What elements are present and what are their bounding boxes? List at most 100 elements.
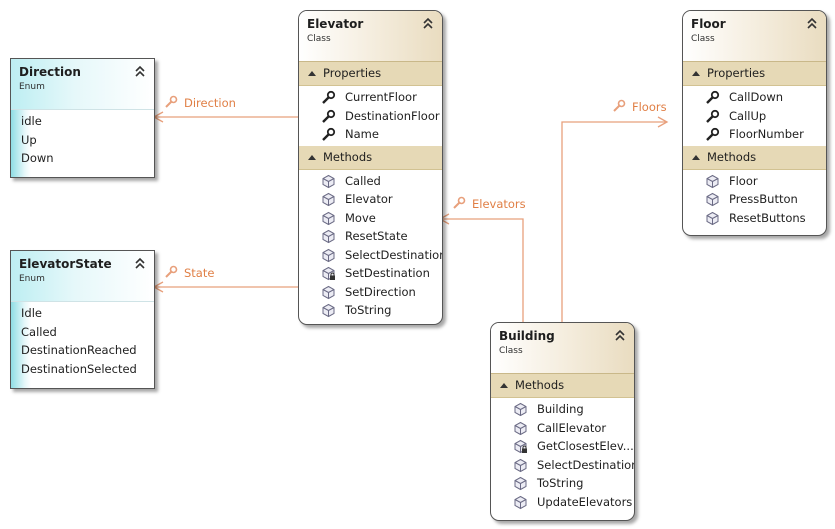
method-item[interactable]: Floor [683, 172, 826, 191]
method-item-private[interactable]: GetClosestElev... [491, 437, 634, 456]
enum-value-text: Up [21, 132, 37, 147]
property-item[interactable]: CallUp [683, 107, 826, 126]
method-name: Called [345, 173, 381, 188]
method-item[interactable]: UpdateElevators [491, 493, 634, 512]
floors-association-label[interactable]: Floors [612, 99, 667, 114]
property-item[interactable]: DestinationFloor [299, 107, 442, 126]
elevator-state-enum-shape[interactable]: ElevatorState Enum Idle Called Destinati… [10, 250, 155, 389]
building-class-shape[interactable]: Building Class Methods Building CallElev… [490, 322, 635, 521]
collapse-chevron-icon[interactable] [134, 63, 146, 79]
method-item[interactable]: Elevator [299, 190, 442, 209]
method-item[interactable]: SetDirection [299, 283, 442, 302]
method-name: CallElevator [537, 420, 607, 435]
expand-triangle-icon [500, 383, 508, 388]
enum-value-text: DestinationReached [21, 343, 137, 357]
property-wrench-icon [706, 127, 720, 141]
method-cube-icon [706, 174, 719, 188]
direction-enum-shape[interactable]: Direction Enum idle Up Down [10, 58, 155, 178]
state-association-label[interactable]: State [164, 265, 214, 280]
method-name: Floor [729, 173, 758, 188]
method-item[interactable]: ResetState [299, 227, 442, 246]
expand-triangle-icon [692, 154, 700, 160]
floor-class-header[interactable]: Floor Class [683, 11, 826, 62]
expand-triangle-icon [692, 71, 700, 76]
enum-value[interactable]: Up [11, 131, 154, 150]
property-item[interactable]: Name [299, 125, 442, 144]
floor-methods-section[interactable]: Methods [683, 145, 826, 170]
elevators-association-label[interactable]: Elevators [452, 196, 526, 211]
direction-enum-header[interactable]: Direction Enum [11, 59, 154, 110]
property-name: CurrentFloor [345, 90, 417, 104]
building-class-stereotype: Class [499, 346, 523, 356]
floor-class-shape[interactable]: Floor Class Properties CallDown CallUp F… [682, 10, 827, 236]
collapse-chevron-icon[interactable] [134, 255, 146, 271]
building-class-header[interactable]: Building Class [491, 323, 634, 374]
enum-value[interactable]: Called [11, 323, 154, 342]
property-name: DestinationFloor [345, 108, 440, 123]
enum-value[interactable]: DestinationReached [11, 341, 154, 360]
method-cube-icon [322, 211, 335, 225]
method-item[interactable]: SelectDestination [491, 456, 634, 475]
elevator-class-stereotype: Class [307, 34, 331, 44]
method-item[interactable]: ResetButtons [683, 209, 826, 228]
elevator-properties-list: CurrentFloor DestinationFloor Name [299, 86, 442, 146]
method-cube-icon [514, 402, 527, 417]
method-item[interactable]: PressButton [683, 190, 826, 209]
enum-value-text: Called [21, 324, 57, 339]
enum-value[interactable]: Idle [11, 304, 154, 323]
method-name: GetClosestElev... [537, 439, 634, 453]
method-item[interactable]: CallElevator [491, 419, 634, 438]
building-methods-section[interactable]: Methods [491, 374, 634, 398]
property-item[interactable]: CallDown [683, 88, 826, 107]
building-class-title: Building [499, 329, 555, 343]
elevator-methods-section[interactable]: Methods [299, 145, 442, 170]
method-name: ToString [537, 476, 584, 490]
elevator-class-header[interactable]: Elevator Class [299, 11, 442, 62]
property-name: FloorNumber [729, 127, 804, 141]
collapse-chevron-icon[interactable] [422, 15, 434, 31]
property-name: Name [345, 127, 379, 141]
elevator-state-enum-header[interactable]: ElevatorState Enum [11, 251, 154, 302]
floor-properties-list: CallDown CallUp FloorNumber [683, 86, 826, 146]
property-wrench-icon [322, 127, 336, 141]
elevator-class-shape[interactable]: Elevator Class Properties CurrentFloor D… [298, 10, 443, 325]
property-item[interactable]: CurrentFloor [299, 88, 442, 107]
property-item[interactable]: FloorNumber [683, 125, 826, 144]
property-wrench-icon [322, 109, 336, 123]
method-cube-icon [322, 285, 335, 299]
method-item[interactable]: Building [491, 400, 634, 419]
method-cube-icon [322, 174, 335, 188]
direction-enum-title: Direction [19, 65, 81, 79]
floor-methods-list: Floor PressButton ResetButtons [683, 170, 826, 230]
property-name: CallDown [729, 90, 784, 104]
method-item[interactable]: SelectDestination [299, 246, 442, 265]
method-item-private[interactable]: SetDestination [299, 264, 442, 283]
method-cube-icon [706, 192, 719, 207]
method-item[interactable]: Move [299, 209, 442, 228]
private-method-cube-lock-icon [322, 266, 335, 281]
method-item[interactable]: ToString [491, 474, 634, 493]
property-wrench-icon [706, 109, 720, 123]
method-name: SelectDestination [345, 247, 443, 262]
collapse-chevron-icon[interactable] [614, 327, 626, 343]
method-cube-icon [322, 192, 335, 207]
elevator-properties-section[interactable]: Properties [299, 62, 442, 86]
private-method-cube-lock-icon [514, 439, 527, 454]
enum-value[interactable]: DestinationSelected [11, 360, 154, 379]
floor-properties-section[interactable]: Properties [683, 62, 826, 86]
elevator-state-enum-title: ElevatorState [19, 257, 112, 271]
collapse-chevron-icon[interactable] [806, 15, 818, 31]
property-wrench-icon [165, 265, 178, 278]
enum-value[interactable]: idle [11, 112, 154, 131]
method-cube-icon [514, 458, 527, 472]
method-name: SetDirection [345, 284, 416, 299]
floors-association-arrowhead [657, 116, 669, 128]
enum-value-text: idle [21, 114, 42, 128]
method-item[interactable]: Called [299, 172, 442, 191]
enum-value[interactable]: Down [11, 149, 154, 168]
elevator-state-enum-stereotype: Enum [19, 274, 45, 284]
direction-association-label[interactable]: Direction [164, 95, 236, 110]
section-label: Properties [707, 66, 766, 80]
method-item[interactable]: ToString [299, 301, 442, 320]
floor-class-stereotype: Class [691, 34, 715, 44]
